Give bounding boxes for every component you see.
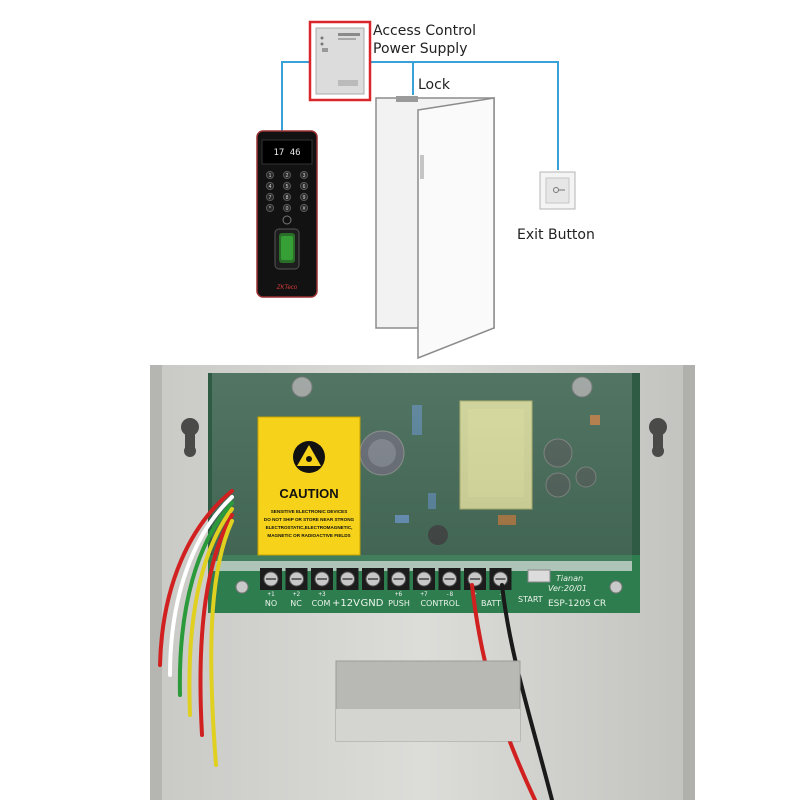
exit-button-label: Exit Button <box>517 227 595 243</box>
terminal-label-batt: BATT <box>481 599 501 608</box>
terminal-label-push: PUSH <box>388 599 410 608</box>
lock-magnet <box>396 96 418 102</box>
keypad-key <box>282 192 292 202</box>
keypad-key <box>282 170 292 180</box>
terminal-block: +1 +2 +3 +6 +7 -8 + - <box>260 568 512 598</box>
keypad-key <box>299 181 309 191</box>
wiring-diagram: Access Control Power Supply Lock Exit Bu… <box>256 20 595 360</box>
keypad-key-label: 0 <box>286 206 289 212</box>
version-text: Ver:20/01 <box>548 584 587 593</box>
caution-text-line1: SENSITIVE ELECTRONIC DEVICES <box>271 509 348 514</box>
keypad-key-label: 9 <box>303 195 306 201</box>
terminal-number: +7 <box>420 591 428 598</box>
wires <box>281 61 559 170</box>
keypad-key <box>299 170 309 180</box>
terminal-label-com: COM <box>312 599 331 608</box>
caution-text-line4: MAGNETIC OR RADIOACTIVE FIELDS <box>267 533 350 538</box>
terminal-label-12v: +12V <box>332 598 360 609</box>
caution-text-line2: DO NOT SHIP OR STORE NEAR STRONG <box>264 517 355 522</box>
terminal-label-gnd: GND <box>361 598 384 609</box>
keypad-key <box>265 203 275 213</box>
wire-to-keypad <box>281 61 310 140</box>
terminal-number: +1 <box>267 591 275 598</box>
terminal-label-no: NO <box>265 599 277 608</box>
keypad-key-label: 4 <box>269 184 272 190</box>
power-supply-photo: CAUTION SENSITIVE ELECTRONIC DEVICES DO … <box>150 365 695 800</box>
power-supply <box>308 20 372 102</box>
keypad-key-label: # <box>303 206 306 212</box>
keypad-reader: 17 46 1 2 3 4 5 6 7 8 9 * 0 # ZKTeco <box>256 130 318 298</box>
wires-bundle-left <box>158 489 234 767</box>
keypad-key-label: 3 <box>303 173 306 179</box>
terminal-labels: NO NC COM +12V GND PUSH CONTROL BATT <box>265 598 501 609</box>
wire-to-exit-button <box>413 61 559 170</box>
lock-label: Lock <box>418 77 451 93</box>
keypad-key-label: 1 <box>269 173 272 179</box>
power-supply-label-line2: Power Supply <box>373 41 468 57</box>
keypad-key <box>282 181 292 191</box>
caution-title: CAUTION <box>279 486 338 501</box>
terminal-number: +6 <box>395 591 403 598</box>
door-handle <box>420 155 424 179</box>
mount-hole-left <box>181 418 199 457</box>
terminal-number: - <box>499 591 503 598</box>
keypad-key-label: 8 <box>286 195 289 201</box>
keypad-key-label: 5 <box>286 184 289 190</box>
brand-name: Tianan <box>556 574 583 583</box>
terminal-number: +3 <box>318 591 326 598</box>
keypad-key <box>299 192 309 202</box>
door <box>375 96 495 360</box>
keypad-key <box>265 170 275 180</box>
keypad-key <box>299 203 309 213</box>
terminal-number: +2 <box>293 591 301 598</box>
keypad-brand: ZKTeco <box>276 285 298 291</box>
caution-label: CAUTION SENSITIVE ELECTRONIC DEVICES DO … <box>257 416 361 556</box>
keypad-key-label: 2 <box>286 173 289 179</box>
terminal-number: -8 <box>446 591 454 598</box>
keypad-key-label: * <box>269 206 271 212</box>
keypad-key <box>265 192 275 202</box>
mounting-bracket <box>335 660 521 742</box>
keypad-key <box>282 203 292 213</box>
terminal-label-nc: NC <box>290 599 302 608</box>
terminal-label-control: CONTROL <box>420 599 460 608</box>
model-number: ESP-1205 CR <box>548 599 606 609</box>
caution-text-line3: ELECTROSTATIC,ELECTROMAGNETIC, <box>266 525 353 530</box>
keypad-key-label: 7 <box>269 195 272 201</box>
mount-hole-right <box>649 418 667 457</box>
terminal-number: + <box>473 591 477 598</box>
keypad-time: 17 46 <box>273 148 300 158</box>
board-marking: Tianan Ver:20/01 START ESP-1205 CR <box>235 569 623 609</box>
wire-to-lock <box>370 61 414 95</box>
keypad-key-label: 6 <box>303 184 306 190</box>
keypad-keys: 1 2 3 4 5 6 7 8 9 * 0 # <box>265 170 309 213</box>
keypad-key <box>265 181 275 191</box>
start-label: START <box>518 595 543 604</box>
card-icon <box>282 215 292 225</box>
power-supply-label-line1: Access Control <box>373 23 476 39</box>
exit-button <box>539 171 576 210</box>
fingerprint-sensor <box>281 236 293 260</box>
